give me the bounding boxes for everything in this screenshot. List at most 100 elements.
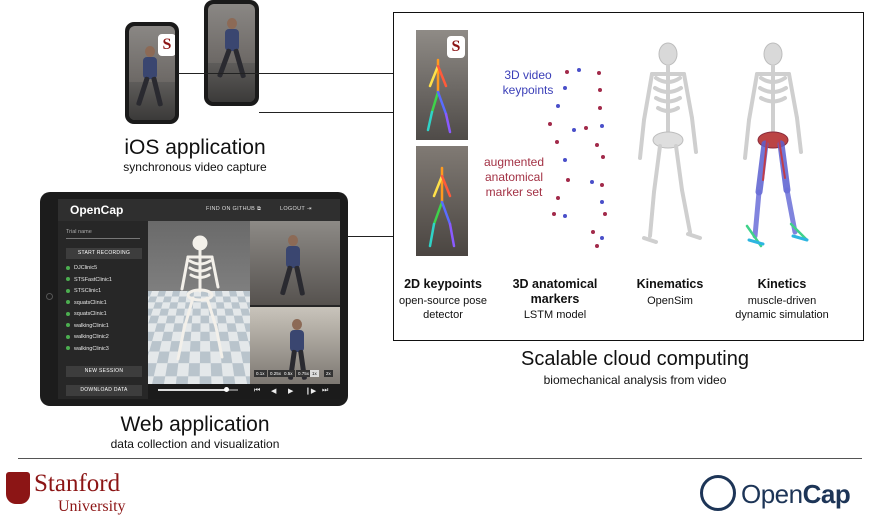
keypoint-marker [563,214,567,218]
keypoint-marker [563,86,567,90]
trial-list-item-label: DJClinic5 [74,265,97,271]
label-3d-video-keypoints: 3D video keypoints [498,68,558,98]
download-data-button[interactable]: DOWNLOAD DATA [66,385,142,396]
logout-link[interactable]: LOGOUT ⇥ [280,206,312,212]
keypoint-marker [548,122,552,126]
web-app-topbar: OpenCap FIND ON GITHUB ⧉ LOGOUT ⇥ [58,199,340,221]
web-subtitle: data collection and visualization [90,437,300,451]
speed-option[interactable]: 0.5x [282,370,295,377]
keypoint-marker [566,178,570,182]
trial-list-item-label: squatsClinic1 [74,300,107,306]
seek-knob[interactable] [224,387,229,392]
keypoint-marker [595,143,599,147]
keypoint-skeleton [416,30,468,140]
trial-list-item-label: STSFastClinic1 [74,277,112,283]
status-dot-icon [66,323,70,327]
stanford-wordmark: Stanford [34,471,120,497]
video-view-1[interactable] [250,221,340,305]
start-recording-button[interactable]: START RECORDING [66,248,142,259]
keypoint-marker [556,104,560,108]
status-dot-icon [66,335,70,339]
trial-name-underline [66,238,140,239]
ios-title: iOS application [105,136,285,160]
trial-name-input[interactable]: Trial name [66,229,92,235]
trial-list-item-label: walkingClinic1 [74,323,109,329]
stanford-university-wordmark: University [58,498,126,516]
stage-title-kinetics: Kinetics [727,277,837,291]
logout-label: LOGOUT [280,206,305,212]
web-app-screen: OpenCap FIND ON GITHUB ⧉ LOGOUT ⇥ Trial … [58,199,340,399]
keypoint-marker [590,180,594,184]
trial-list-item[interactable]: squatsClinic1 [66,299,107,308]
logout-icon: ⇥ [307,206,312,212]
keypoint-marker [601,155,605,159]
frame-2d-keypoints-top: S [416,30,468,140]
playback-seek-bar[interactable] [158,389,238,391]
trial-list-item[interactable]: DJClinic5 [66,264,97,273]
speed-option[interactable]: 2x [324,370,333,377]
trial-list-item-label: walkingClinic2 [74,334,109,340]
phone-right-screen [208,4,255,102]
keypoint-marker [603,212,607,216]
new-session-button[interactable]: NEW SESSION [66,366,142,377]
trial-list-item[interactable]: STSClinic1 [66,287,101,296]
tablet-home-button [46,293,53,300]
app-title: OpenCap [70,203,123,217]
opencap-wordmark-bold: Cap [803,479,851,509]
keypoint-marker [597,71,601,75]
stanford-s-icon: S [158,34,175,56]
phone-right [204,0,259,106]
pipeline-caption-title: Scalable cloud computing [480,348,790,371]
connector-phone-to-pipeline [178,73,393,74]
keypoint-marker [600,124,604,128]
keypoint-marker [600,236,604,240]
speed-option[interactable]: 0.25x [268,370,283,377]
stage-title-2d-keypoints: 2D keypoints [392,277,494,291]
web-title: Web application [100,413,290,437]
phone-left-screen: S [129,26,175,120]
keypoint-marker [555,140,559,144]
status-dot-icon [66,266,70,270]
find-on-github-link[interactable]: FIND ON GITHUB ⧉ [206,206,261,213]
stage-sub-3d-markers: LSTM model [505,308,605,322]
keypoint-marker [572,128,576,132]
status-dot-icon [66,289,70,293]
speed-option[interactable]: 0.75x [296,370,311,377]
keypoint-marker [584,126,588,130]
keypoint-marker [598,106,602,110]
frame-2d-keypoints-bottom [416,146,468,256]
stage-sub-2d-keypoints: open-source pose detector [397,294,489,322]
opencap-logo-icon [700,475,736,511]
trial-list-item[interactable]: squatsClinic1 [66,310,107,319]
seek-fill [158,389,226,391]
keypoint-marker [600,183,604,187]
connector-tablet-to-pipeline [348,236,393,237]
step-back-icon[interactable]: ◀ [271,387,276,395]
sidebar: Trial name START RECORDING DJClinic5STSF… [58,221,148,399]
trial-list-item[interactable]: walkingClinic3 [66,345,109,354]
keypoint-marker [598,88,602,92]
label-augmented-marker-set: augmented anatomical marker set [478,155,550,200]
skeleton-3d-viewer[interactable] [148,221,250,384]
keypoint-skeleton [416,146,468,256]
phone-left: S [125,22,179,124]
skip-back-icon[interactable]: ⏮ [254,387,260,395]
stage-title-kinematics: Kinematics [620,277,720,291]
keypoint-marker [595,244,599,248]
trial-list-item-label: walkingClinic3 [74,346,109,352]
trial-list-item[interactable]: walkingClinic2 [66,333,109,342]
speed-option[interactable]: 1x [310,370,319,377]
stage-title-3d-markers: 3D anatomical markers [500,277,610,307]
connector-phone2-to-pipeline [259,112,393,113]
status-dot-icon [66,277,70,281]
trial-list-item[interactable]: walkingClinic1 [66,322,109,331]
footer-divider [18,458,862,459]
skip-forward-icon[interactable]: ⏭ [322,387,328,395]
step-forward-icon[interactable]: ❙▶ [305,387,316,395]
speed-option[interactable]: 0.1x [254,370,267,377]
pipeline-caption-subtitle: biomechanical analysis from video [480,373,790,387]
find-on-github-label: FIND ON GITHUB [206,206,255,212]
trial-list-item[interactable]: STSFastClinic1 [66,276,112,285]
play-icon[interactable]: ▶ [288,387,293,395]
trial-list-item-label: STSClinic1 [74,288,101,294]
